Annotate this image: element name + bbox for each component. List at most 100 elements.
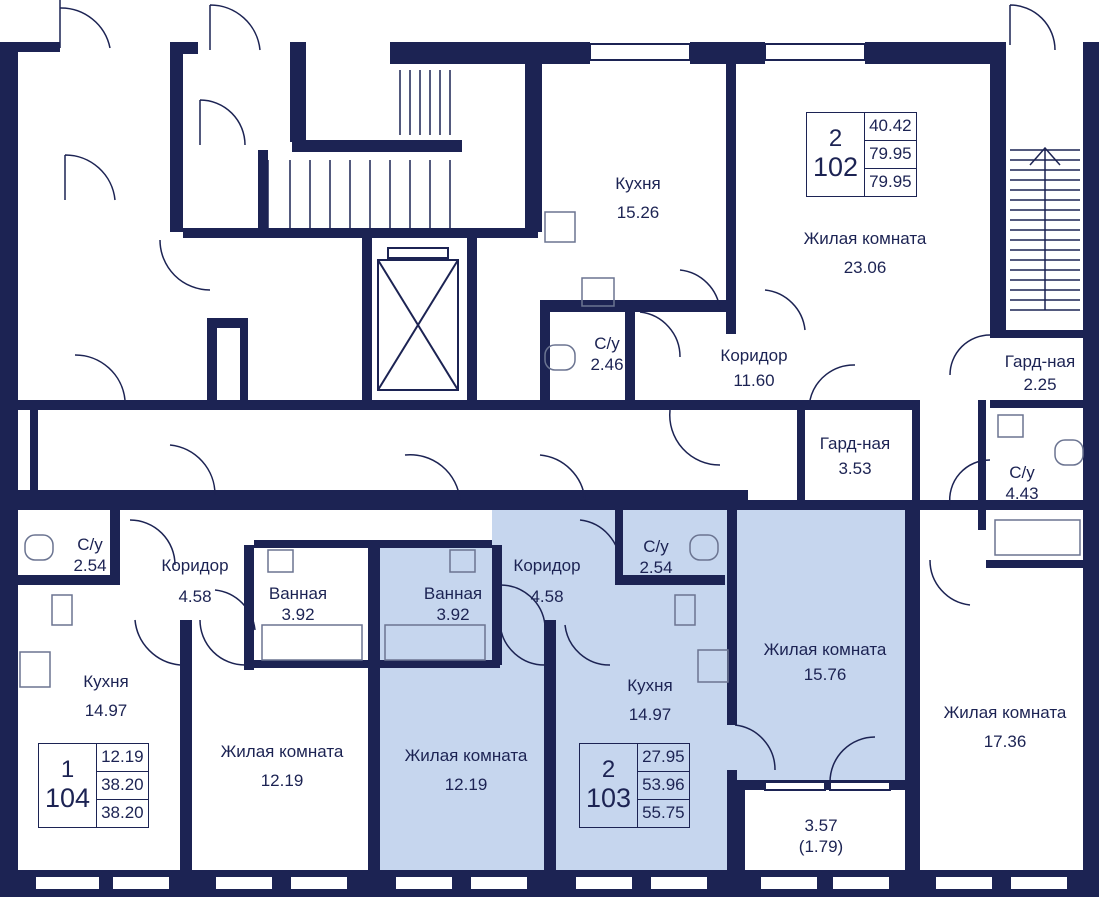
room-name: Жилая комната — [763, 640, 887, 659]
toilet-icon — [24, 534, 54, 561]
room-name: 3.57 — [804, 816, 838, 835]
room-area: 3.53 — [838, 459, 872, 479]
room-name: Коридор — [720, 346, 788, 365]
non-highlight-areas — [380, 505, 907, 875]
room-area: 11.60 — [733, 371, 775, 391]
room-name: Коридор — [513, 556, 581, 575]
fixtures — [19, 211, 1084, 688]
apartment-id: 2 103 — [580, 744, 639, 827]
toilet-icon — [544, 344, 576, 371]
total-area-with-balcony: 55.75 — [642, 802, 685, 822]
room-living-104[interactable]: Жилая комната 12.19 — [221, 741, 344, 792]
room-balcony-103[interactable]: 3.57 (1.79) — [799, 815, 843, 858]
room-name: Ванная — [423, 584, 483, 603]
room-corridor-102[interactable]: Коридор 11.60 — [720, 345, 787, 392]
total-area: 38.20 — [97, 772, 148, 800]
room-area: 4.43 — [1005, 484, 1039, 504]
room-count: 2 — [601, 756, 616, 784]
stove-icon — [19, 651, 51, 688]
door-arc-icon — [59, 0, 1056, 783]
apartment-number: 102 — [813, 151, 859, 182]
bathtub-icon — [994, 519, 1081, 556]
room-name: С/у — [643, 537, 669, 556]
room-name: С/у — [77, 535, 103, 554]
room-wc-102[interactable]: С/у 2.46 — [590, 333, 623, 376]
room-name: Коридор — [161, 556, 229, 575]
room-kitchen-104[interactable]: Кухня 14.97 — [83, 671, 129, 722]
apartment-number: 104 — [45, 782, 91, 813]
room-wc-104[interactable]: С/у 2.54 — [73, 534, 106, 577]
apartment-legend-103[interactable]: 2 103 27.95 53.96 55.75 — [579, 743, 690, 828]
room-wardrobe-a[interactable]: Гард-ная 2.25 — [1005, 351, 1075, 396]
apartment-number: 103 — [586, 782, 632, 813]
apartment-areas: 27.95 53.96 55.75 — [638, 744, 689, 827]
room-corridor-103[interactable]: Коридор 4.58 — [513, 555, 580, 608]
apartment-legend-102[interactable]: 2 102 40.42 79.95 79.95 — [806, 112, 917, 197]
room-name: Кухня — [83, 672, 129, 691]
toilet-icon — [689, 534, 719, 561]
room-wc-right[interactable]: С/у 4.43 — [1005, 462, 1038, 505]
living-area: 27.95 — [638, 744, 689, 772]
washing-machine-icon — [267, 549, 294, 573]
room-corridor-104[interactable]: Коридор 4.58 — [161, 555, 228, 608]
room-living-103-small[interactable]: Жилая комната 12.19 — [405, 745, 528, 796]
room-living-103-large[interactable]: Жилая комната 15.76 — [764, 639, 887, 686]
room-area: 2.54 — [639, 558, 673, 578]
room-name: С/у — [1009, 463, 1035, 482]
elevator-cross-icon — [377, 247, 459, 391]
room-name: Гард-ная — [819, 434, 891, 453]
stair-arrow-icon — [267, 70, 1080, 311]
room-area: 23.06 — [843, 258, 887, 278]
toilet-icon — [1054, 439, 1084, 466]
apartment-id: 2 102 — [807, 113, 866, 196]
room-bath-103[interactable]: Ванная 3.92 — [424, 583, 482, 626]
room-area: 2.46 — [590, 355, 624, 375]
room-name: Ванная — [268, 584, 328, 603]
room-area: 12.19 — [444, 775, 488, 795]
room-name: С/у — [594, 334, 620, 353]
room-wardrobe-b[interactable]: Гард-ная 3.53 — [820, 433, 890, 480]
room-name: Гард-ная — [1004, 352, 1076, 371]
living-area: 40.42 — [865, 113, 916, 141]
room-area: 2.25 — [1023, 375, 1057, 395]
total-area: 79.95 — [865, 141, 916, 169]
room-area: 17.36 — [983, 732, 1027, 752]
total-area-with-balcony: 38.20 — [101, 802, 144, 822]
room-area: 3.92 — [436, 605, 470, 625]
sink-icon — [581, 277, 615, 307]
apartment-areas: 12.19 38.20 38.20 — [97, 744, 148, 827]
apartment-areas: 40.42 79.95 79.95 — [865, 113, 916, 196]
washing-machine-icon — [449, 549, 476, 573]
apartment-legend-104[interactable]: 1 104 12.19 38.20 38.20 — [38, 743, 149, 828]
room-name: Кухня — [627, 676, 673, 695]
room-bath-104[interactable]: Ванная 3.92 — [269, 583, 327, 626]
room-kitchen-102[interactable]: Кухня 15.26 — [615, 173, 661, 224]
room-area: 14.97 — [628, 705, 672, 725]
apartment-id: 1 104 — [39, 744, 98, 827]
room-area: 4.58 — [178, 587, 212, 607]
room-living-right[interactable]: Жилая комната 17.36 — [944, 702, 1067, 753]
room-living-102[interactable]: Жилая комната 23.06 — [804, 228, 927, 279]
bathtub-icon — [384, 624, 486, 661]
room-area: 3.92 — [281, 605, 315, 625]
living-area: 12.19 — [97, 744, 148, 772]
room-area: 15.26 — [616, 203, 660, 223]
room-area: 14.97 — [84, 701, 128, 721]
room-name: Жилая комната — [943, 703, 1067, 722]
bathtub-icon — [261, 624, 363, 661]
room-area: (1.79) — [798, 837, 844, 857]
stove-icon — [544, 211, 576, 243]
sink-icon — [674, 594, 696, 626]
total-area-with-balcony: 79.95 — [869, 171, 912, 191]
total-area: 53.96 — [638, 772, 689, 800]
room-name: Кухня — [615, 174, 661, 193]
room-area: 15.76 — [803, 665, 847, 685]
room-kitchen-103[interactable]: Кухня 14.97 — [627, 675, 673, 726]
room-count: 2 — [828, 125, 843, 153]
washing-machine-icon — [997, 414, 1024, 438]
room-wc-103[interactable]: С/у 2.54 — [639, 536, 672, 579]
room-area: 2.54 — [73, 556, 107, 576]
outer-walls — [0, 42, 1099, 897]
room-area: 4.58 — [530, 587, 564, 607]
room-name: Жилая комната — [803, 229, 927, 248]
